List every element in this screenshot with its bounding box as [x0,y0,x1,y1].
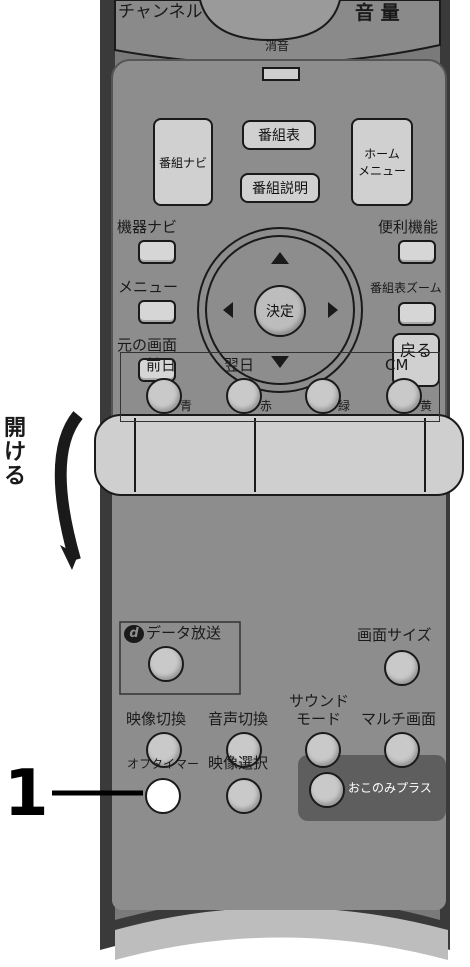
home-menu-label-1: ホーム [364,147,400,161]
data-broadcast-button[interactable] [148,646,184,682]
open-label-2: け [4,440,27,465]
okonomi-plus-label: おこのみプラス [348,781,432,795]
video-select-button[interactable] [226,778,262,814]
home-menu-button[interactable]: ホーム メニュー [351,118,413,206]
device-navi-button[interactable] [138,240,176,264]
program-guide-label: 番組表 [258,128,300,144]
volume-label: 音 量 [355,2,400,24]
blue-label: 青 [180,399,193,413]
left-arrow-icon[interactable] [223,302,233,318]
right-arrow-icon[interactable] [328,302,338,318]
up-arrow-icon[interactable] [271,252,289,264]
device-navi-label: 機器ナビ [117,218,178,236]
red-label: 赤 [260,399,273,413]
sound-mode-label-2: モード [296,710,342,728]
blue-button[interactable] [146,378,182,414]
sound-mode-label-1: サウンド [289,692,350,710]
mute-label: 消音 [265,39,290,53]
green-label: 緑 [338,399,351,413]
guide-zoom-label: 番組表ズーム [370,281,442,295]
color-outline [120,352,440,422]
original-screen-label: 元の画面 [117,336,178,354]
callout-number: 1 [4,757,49,831]
program-guide-button[interactable]: 番組表 [242,120,316,150]
back-label: 戻る [399,341,432,360]
down-arrow-icon[interactable] [271,356,289,368]
cm-label: CM [385,356,409,374]
channel-label: チャンネル [118,2,203,22]
multi-screen-label: マルチ画面 [361,710,437,728]
off-timer-label: オフタイマー [127,757,200,771]
audio-switch-label: 音声切換 [208,710,269,728]
off-timer-button[interactable] [145,778,181,814]
menu-label: メニュー [118,278,179,296]
audio-switch-button[interactable] [226,732,262,768]
video-switch-button[interactable] [146,732,182,768]
next-day-label: 翌日 [224,356,255,374]
convenience-button[interactable] [398,240,436,264]
sound-mode-button[interactable] [305,732,341,768]
menu-button[interactable] [138,300,176,324]
prev-day-label: 前日 [146,356,177,374]
green-button[interactable] [305,378,341,414]
program-desc-label: 番組説明 [252,181,308,197]
okonomi-plus-button[interactable] [309,772,345,808]
bangumi-navi-label: 番組ナビ [158,155,207,170]
open-label-1: 開 [4,416,27,441]
data-broadcast-label: データ放送 [146,624,222,642]
screen-size-label: 画面サイズ [357,626,432,644]
convenience-label: 便利機能 [378,218,439,236]
d-logo-icon: d [124,625,144,643]
yellow-label: 黄 [420,399,433,413]
program-desc-button[interactable]: 番組説明 [240,173,320,203]
bangumi-navi-button[interactable]: 番組ナビ [153,118,213,206]
video-switch-label: 映像切換 [126,710,187,728]
yellow-button[interactable] [386,378,422,414]
multi-screen-button[interactable] [384,732,420,768]
enter-label: 決定 [266,304,294,320]
home-menu-label-2: メニュー [357,164,406,178]
guide-zoom-button[interactable] [398,302,436,326]
screen-size-button[interactable] [384,650,420,686]
open-label-3: る [4,464,27,489]
red-button[interactable] [226,378,262,414]
video-select-label: 映像選択 [208,754,269,772]
enter-button[interactable]: 決定 [254,285,306,337]
